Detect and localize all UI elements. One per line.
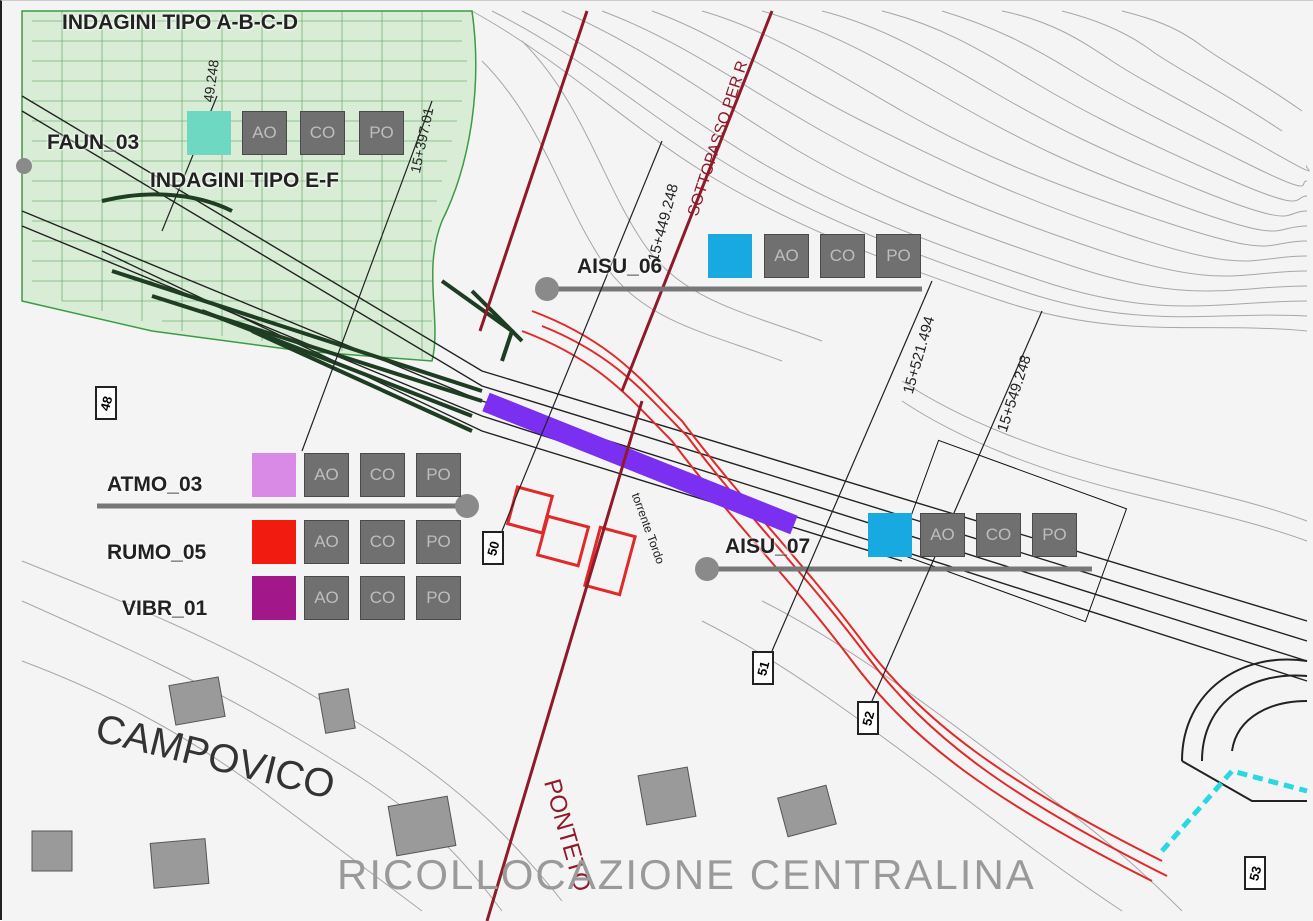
code-box-aisu-07-po: PO — [1032, 513, 1077, 557]
section-marker-48: 48 — [95, 386, 117, 420]
earthworks — [101, 192, 524, 433]
station-label-rumo-05: RUMO_05 — [107, 541, 207, 564]
code-box-rumo-05-ao: AO — [304, 520, 349, 564]
station-label-atmo-03: ATMO_03 — [107, 473, 203, 496]
leader-lines — [97, 286, 1092, 572]
station-label-aisu-06: AISU_06 — [577, 255, 663, 278]
code-box-vibr-01-co: CO — [360, 576, 405, 620]
station-color-swatch-aisu-06 — [708, 234, 752, 278]
crossing-lines — [478, 10, 774, 921]
black-hatch-block — [896, 439, 1128, 623]
code-box-faun-03-co: CO — [300, 111, 345, 155]
code-box-vibr-01-po: PO — [416, 576, 461, 620]
station-label-faun-03: FAUN_03 — [47, 131, 140, 154]
heading-indagini-ef: INDAGINI TIPO E-F — [150, 169, 339, 192]
section-marker-52: 52 — [857, 701, 879, 735]
code-box-vibr-01-ao: AO — [304, 576, 349, 620]
station-color-swatch-rumo-05 — [252, 520, 296, 564]
code-box-aisu-06-ao: AO — [764, 234, 809, 278]
station-label-vibr-01: VIBR_01 — [122, 597, 208, 620]
code-box-faun-03-ao: AO — [242, 111, 287, 155]
building-footprints — [505, 485, 637, 597]
purple-segment — [482, 392, 798, 535]
code-box-aisu-06-po: PO — [876, 234, 921, 278]
code-box-atmo-03-ao: AO — [304, 453, 349, 497]
code-box-faun-03-po: PO — [359, 111, 404, 155]
code-box-rumo-05-co: CO — [360, 520, 405, 564]
station-color-swatch-vibr-01 — [252, 576, 296, 620]
grey-houses — [31, 676, 837, 889]
section-marker-53: 53 — [1244, 856, 1266, 890]
station-color-swatch-faun-03 — [187, 111, 231, 155]
code-box-rumo-05-po: PO — [416, 520, 461, 564]
section-marker-50: 50 — [482, 531, 504, 565]
code-box-atmo-03-po: PO — [416, 453, 461, 497]
section-marker-51: 51 — [752, 651, 774, 685]
monitoring-point-icons — [16, 158, 719, 581]
station-label-aisu-07: AISU_07 — [725, 535, 811, 558]
cyan-dashed-line — [1160, 768, 1308, 853]
code-box-aisu-07-co: CO — [976, 513, 1021, 557]
heading-indagini-abcd: INDAGINI TIPO A-B-C-D — [62, 11, 299, 34]
station-color-swatch-atmo-03 — [252, 453, 296, 497]
place-name-ricollocazione: RICOLLOCAZIONE CENTRALINA — [337, 851, 1036, 898]
code-box-aisu-06-co: CO — [820, 234, 865, 278]
station-color-swatch-aisu-07 — [868, 513, 912, 557]
code-box-aisu-07-ao: AO — [920, 513, 965, 557]
code-box-atmo-03-co: CO — [360, 453, 405, 497]
tunnel-portal — [1181, 658, 1308, 802]
